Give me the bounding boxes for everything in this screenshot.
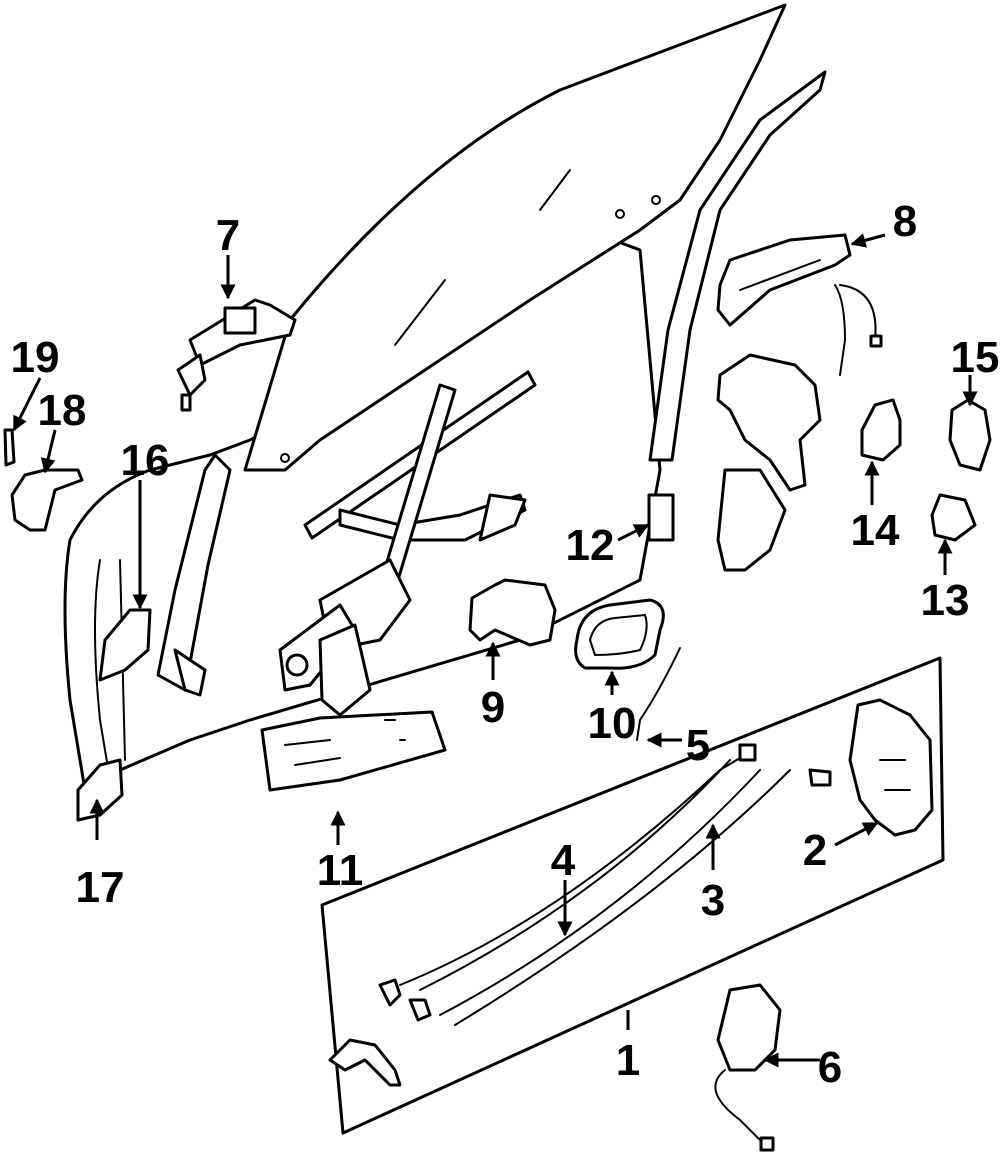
door-check-pin [3, 428, 16, 467]
door-reinforcement-bracket [260, 710, 447, 792]
callout-15: 15 [951, 333, 1000, 382]
callout-17: 17 [76, 863, 125, 912]
door-latch-upper [716, 353, 822, 572]
striker-plate-13 [930, 493, 977, 542]
handle-bezel [574, 598, 665, 670]
window-glass [243, 3, 787, 472]
callout-7: 7 [216, 211, 240, 260]
lower-door-hinge [76, 758, 124, 822]
front-glass-channel [156, 453, 232, 697]
lock-rod-5 [636, 647, 681, 741]
clip-12 [647, 493, 675, 542]
lock-rod-clip-14 [860, 398, 902, 462]
window-regulator [278, 370, 537, 717]
callout-5: 5 [686, 721, 710, 770]
door-latch-assembly [848, 698, 934, 837]
callout-19: 19 [11, 333, 60, 382]
inside-door-handle [468, 578, 557, 647]
leader-lines [12, 233, 978, 1068]
outside-door-handle [716, 233, 883, 376]
callout-16: 16 [121, 436, 170, 485]
callout-13: 13 [921, 576, 970, 625]
striker-15 [948, 398, 992, 472]
door-check [10, 468, 84, 532]
callout-3: 3 [701, 876, 725, 925]
rear-glass-run-channel [648, 70, 827, 462]
callout-11: 11 [317, 846, 364, 895]
callout-12: 12 [566, 521, 615, 570]
callout-10: 10 [588, 699, 637, 748]
upper-door-hinge [98, 608, 152, 682]
callout-labels: 7 8 19 18 16 17 15 14 13 12 9 10 5 11 4 … [11, 197, 1000, 1092]
rod-guide [328, 1038, 402, 1087]
callout-9: 9 [481, 683, 505, 732]
leader-19 [12, 377, 42, 432]
callout-14: 14 [851, 506, 900, 555]
callout-2: 2 [803, 826, 827, 875]
leader-18 [40, 429, 57, 474]
callout-4: 4 [551, 836, 576, 885]
callout-1: 1 [616, 1036, 640, 1085]
power-lock-actuator [714, 983, 782, 1152]
leader-8 [850, 233, 886, 248]
callout-6: 6 [818, 1043, 842, 1092]
leader-2 [834, 821, 879, 847]
leader-12 [617, 523, 650, 542]
remote-control-cables [378, 743, 832, 1026]
callout-18: 18 [38, 386, 87, 435]
door-lock-cylinder [176, 298, 297, 412]
callout-8: 8 [893, 197, 917, 246]
